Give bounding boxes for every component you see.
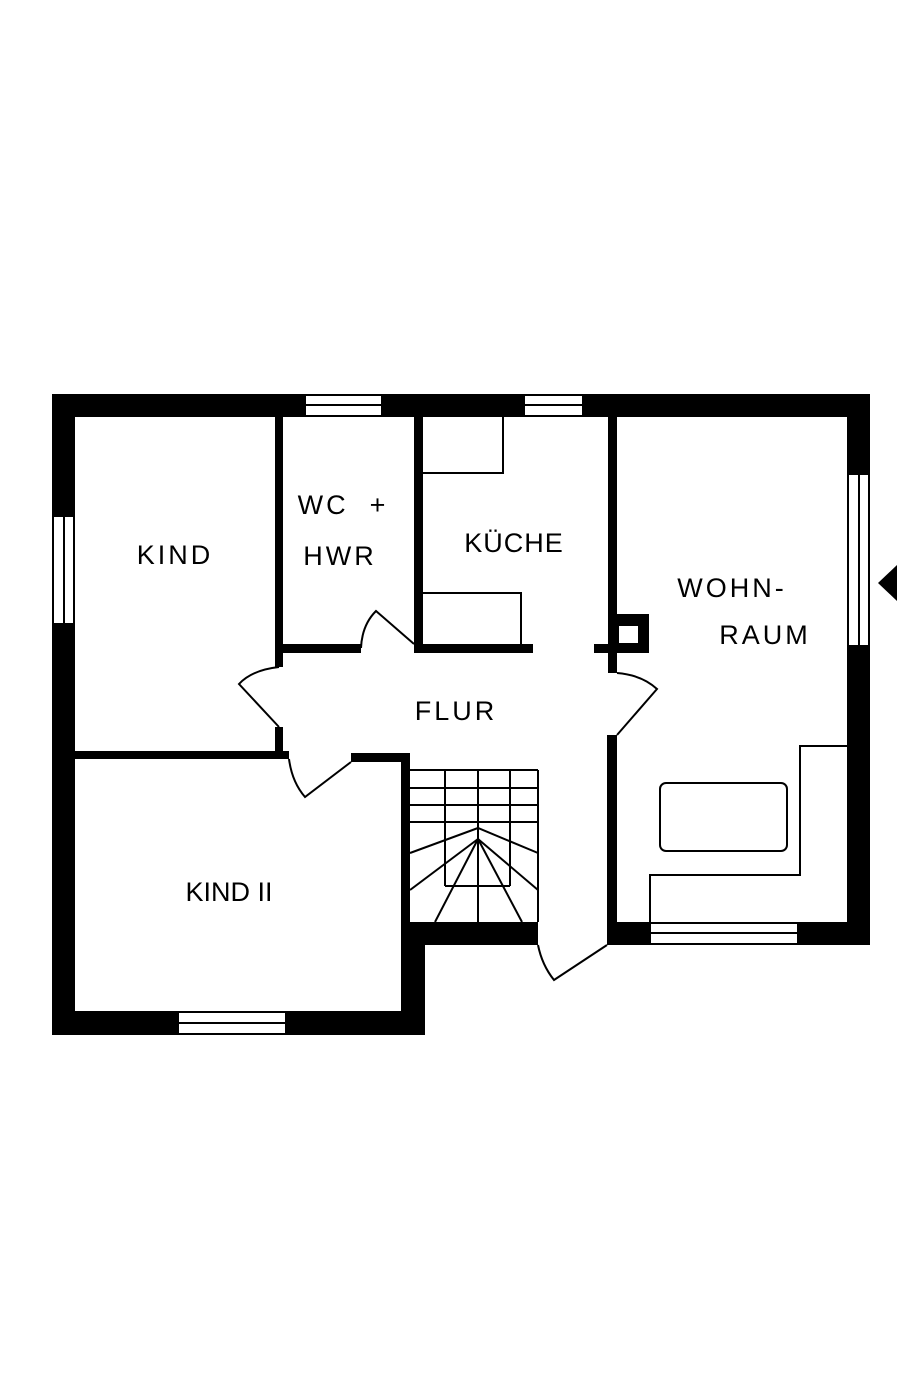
- doors: [237, 609, 659, 982]
- room-label-kueche: KÜCHE: [464, 528, 564, 558]
- room-label-kind-ii: KIND II: [185, 877, 272, 907]
- room-label-hwr: HWR: [303, 541, 376, 571]
- triangle-arrow-icon: [878, 565, 897, 601]
- room-label-wc: WC +: [298, 490, 389, 520]
- room-label-raum: RAUM: [719, 620, 811, 650]
- chimney: [617, 614, 649, 653]
- sofa: [649, 745, 847, 922]
- room-label-kind: KIND: [137, 540, 214, 570]
- kitchen-counters: [423, 417, 522, 644]
- windows: [52, 394, 870, 1035]
- room-label-flur: FLUR: [415, 696, 498, 726]
- staircase: [409, 769, 539, 923]
- coffee-table: [659, 782, 788, 852]
- room-label-wohn: WOHN-: [677, 573, 786, 603]
